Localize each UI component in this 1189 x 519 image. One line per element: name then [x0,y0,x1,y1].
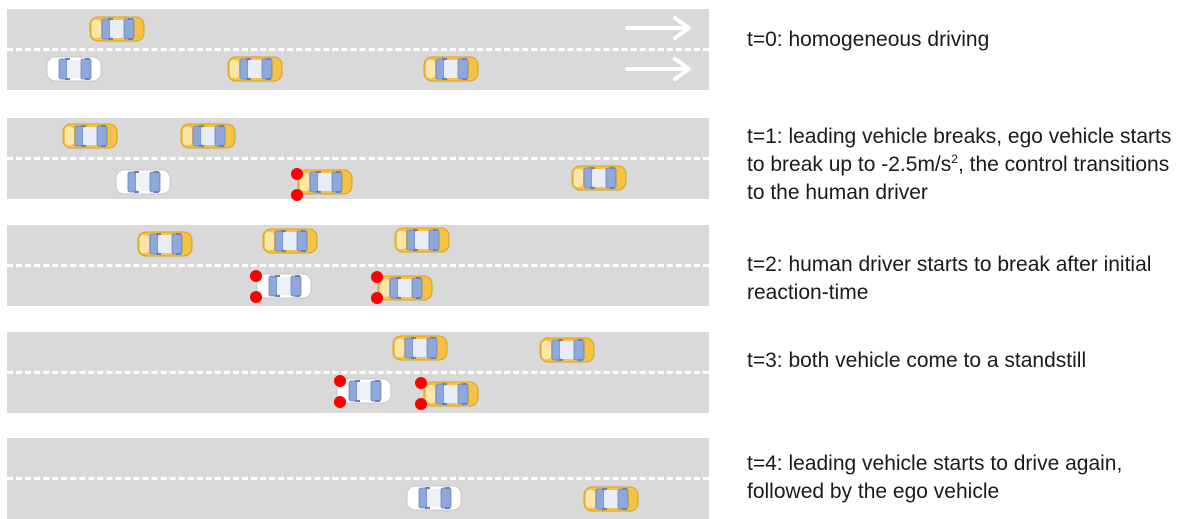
brake-light-icon [291,168,303,180]
description-text: leading vehicle breaks, ego vehicle star… [747,125,1172,176]
car-yellow-icon [262,228,318,254]
brake-light-icon [371,292,383,304]
brake-light-icon [250,270,262,282]
scene-description: t=1: leading vehicle breaks, ego vehicle… [747,125,1172,204]
road-scene-t4 [7,438,709,519]
lane-marking [7,157,709,160]
superscript: 2 [951,152,958,166]
road-scene-t3 [7,332,709,413]
ego-car-white-icon [46,56,102,82]
lane-marking [7,477,709,480]
time-label: t=1 [747,125,777,148]
car-yellow-icon [137,231,193,257]
road-scene-t1 [7,118,709,201]
car-yellow-icon [423,56,479,82]
car-yellow-icon [539,337,595,363]
car-yellow-icon [392,335,448,361]
description-text: human driver starts to break after initi… [747,253,1152,304]
direction-arrow-icon [625,16,691,40]
brake-light-icon [334,396,346,408]
car-yellow-icon [571,165,627,191]
car-yellow-icon [89,16,145,42]
scene-description: t=2: human driver starts to break after … [747,253,1152,304]
scene-description: t=0: homogeneous driving [747,28,990,51]
brake-light-icon [371,271,383,283]
lane-marking [7,48,709,51]
time-label: t=2 [747,253,777,276]
car-yellow-icon [583,486,639,512]
brake-light-icon [291,189,303,201]
car-yellow-icon [62,123,118,149]
ego-car-white-icon [115,169,171,195]
car-yellow-icon [377,275,433,301]
car-yellow-icon [180,123,236,149]
car-yellow-icon [423,381,479,407]
time-label: t=4 [747,452,777,475]
car-yellow-icon [227,56,283,82]
lane-marking [7,371,709,374]
description-text: leading vehicle starts to drive again, f… [747,452,1123,503]
car-yellow-icon [394,227,450,253]
description-text: homogeneous driving [788,28,990,51]
road-scene-t2 [7,225,709,306]
description-text: both vehicle come to a standstill [788,349,1087,372]
brake-light-icon [334,375,346,387]
lane-marking [7,264,709,267]
description-text-cont: , the control transitions to the human d… [747,153,1170,204]
scene-description: t=3: both vehicle come to a standstill [747,349,1087,372]
ego-car-white-icon [406,485,462,511]
time-label: t=3 [747,349,777,372]
brake-light-icon [250,291,262,303]
car-yellow-icon [297,169,353,195]
scene-description: t=4: leading vehicle starts to drive aga… [747,452,1123,503]
road-scene-t0 [7,9,709,90]
direction-arrow-icon [625,57,691,81]
ego-car-white-icon [256,273,312,299]
time-label: t=0 [747,28,777,51]
brake-light-icon [415,377,427,389]
brake-light-icon [415,398,427,410]
